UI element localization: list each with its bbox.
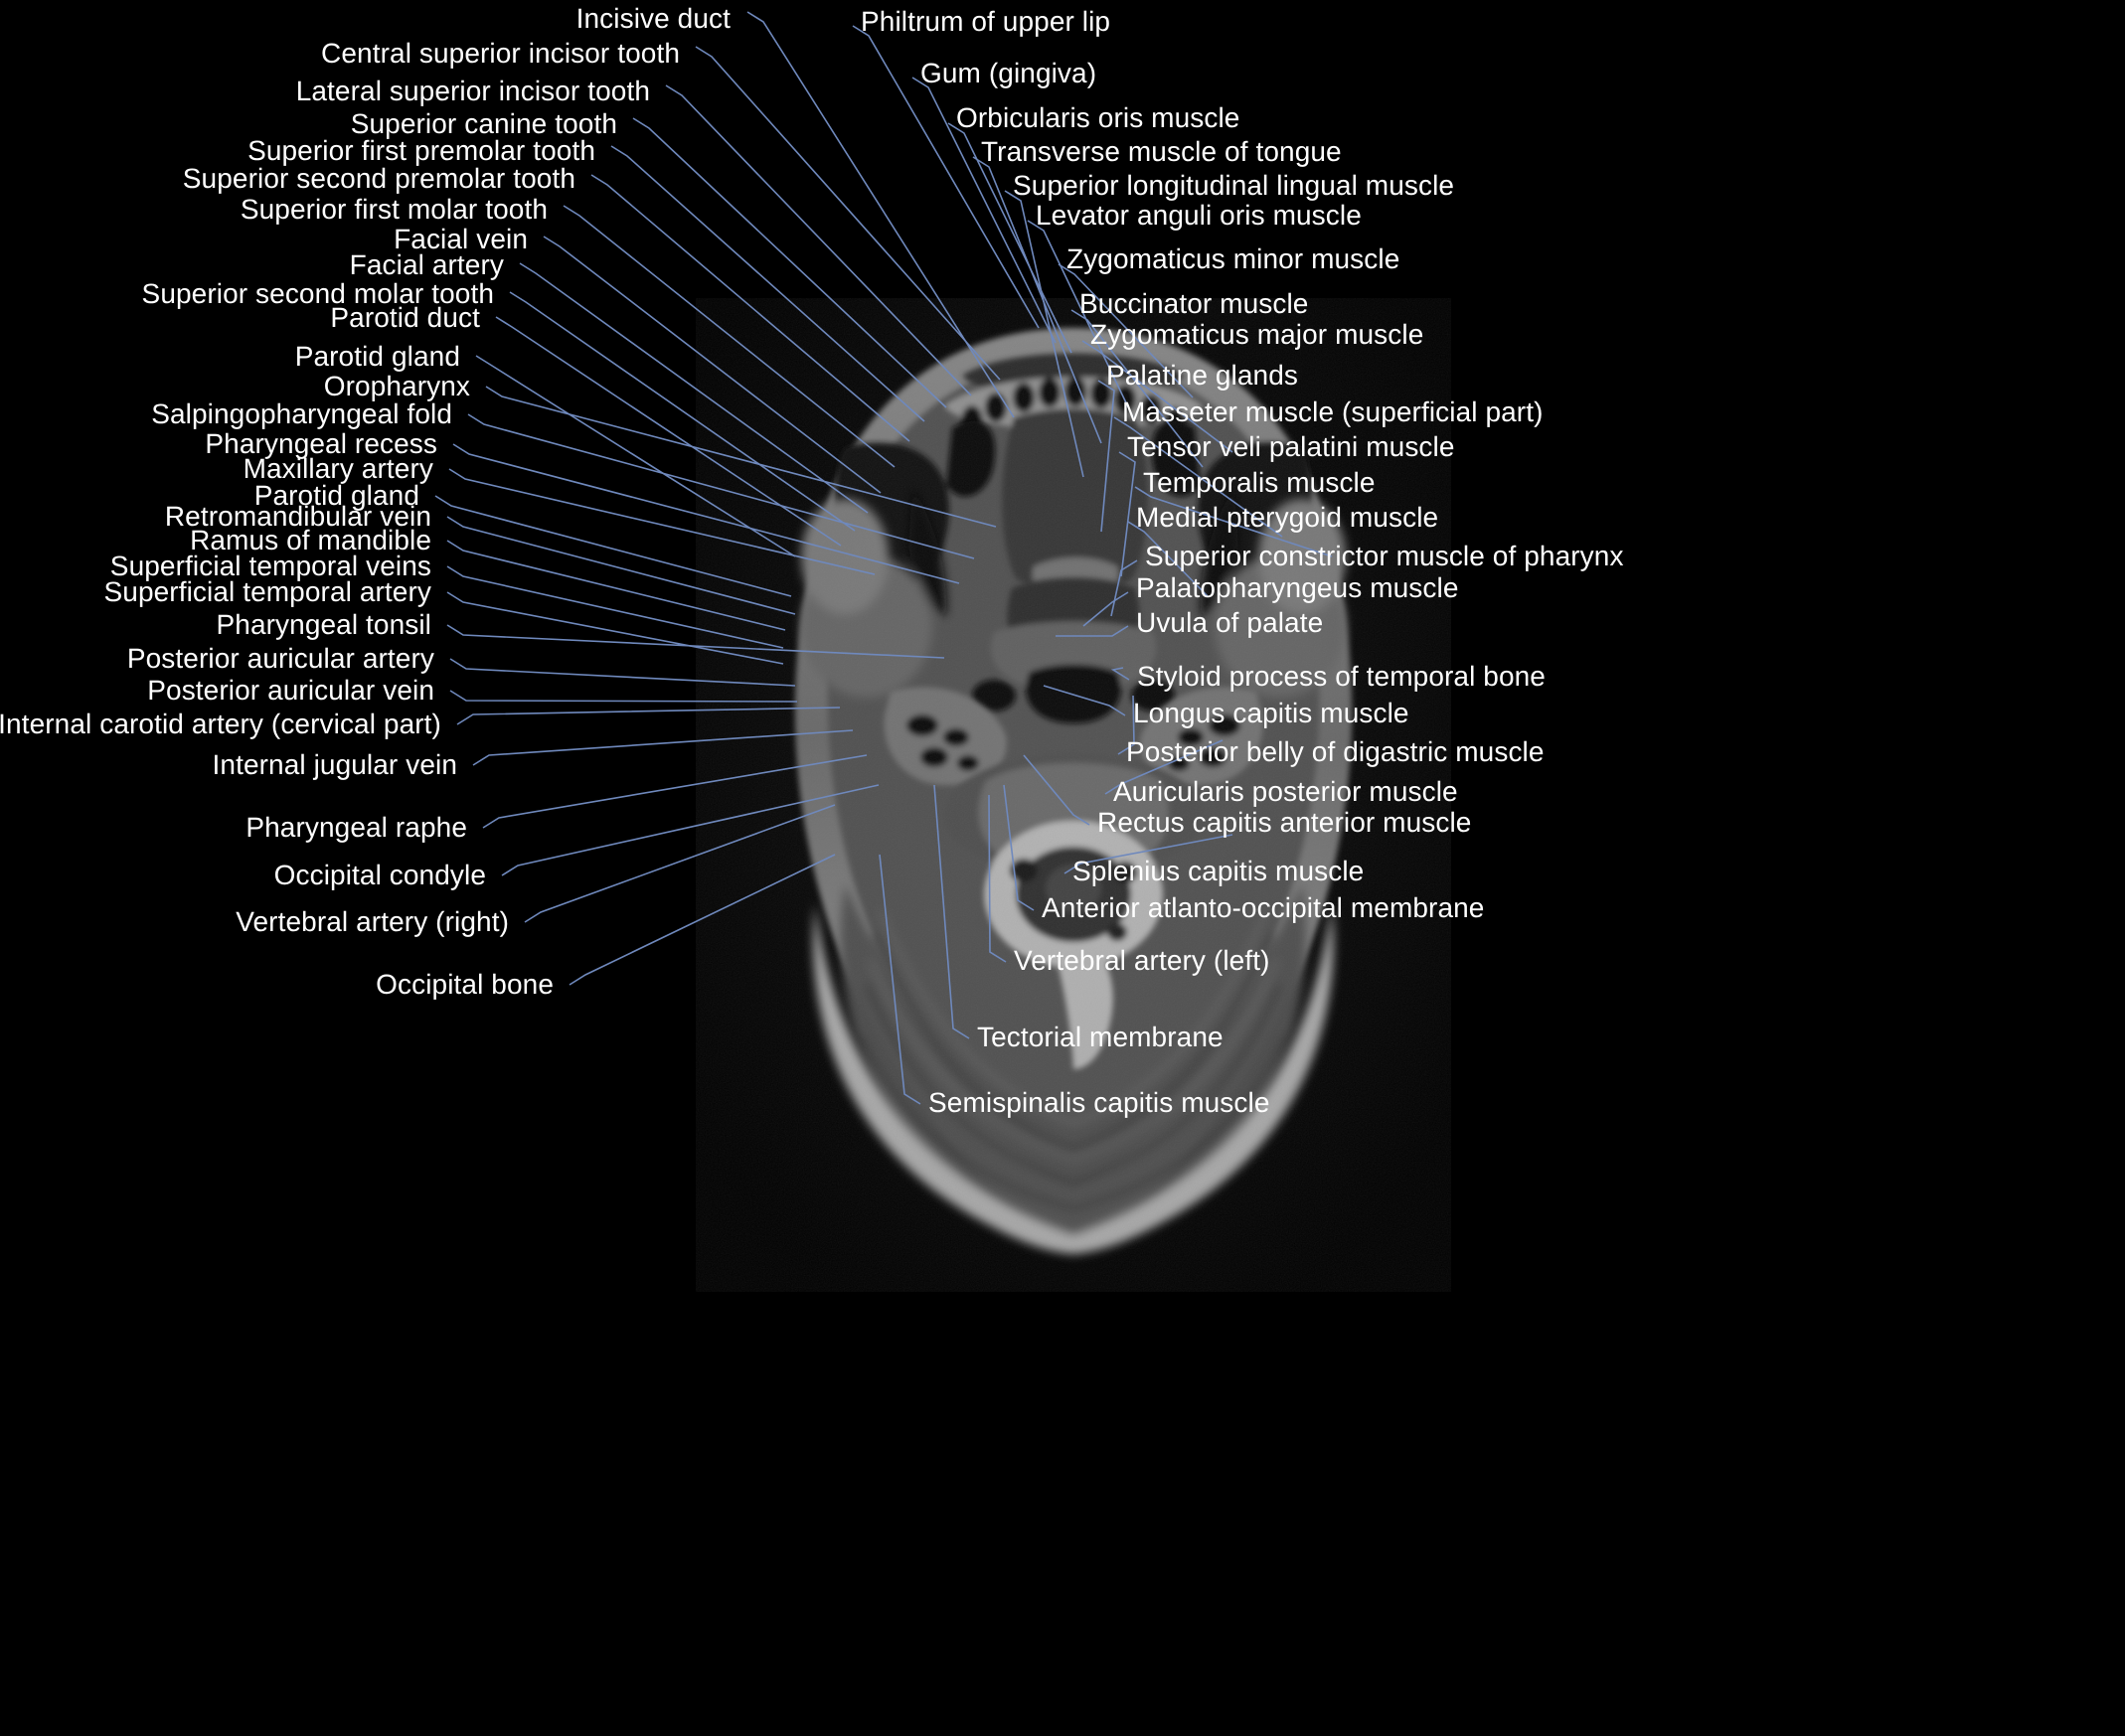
label-superior-canine-tooth: Superior canine tooth: [350, 108, 617, 139]
label-medial-pterygoid-muscle: Medial pterygoid muscle: [1136, 502, 1439, 533]
label-facial-artery: Facial artery: [349, 249, 504, 280]
label-transverse-muscle-of-tongue: Transverse muscle of tongue: [981, 136, 1342, 167]
label-levator-anguli-oris-muscle: Levator anguli oris muscle: [1036, 200, 1362, 231]
label-posterior-auricular-vein: Posterior auricular vein: [147, 675, 434, 706]
label-superior-second-molar-tooth: Superior second molar tooth: [141, 278, 494, 309]
label-parotid-gland: Parotid gland: [294, 341, 460, 372]
label-superficial-temporal-veins: Superficial temporal veins: [109, 551, 431, 581]
label-palatine-glands: Palatine glands: [1106, 360, 1298, 391]
label-maxillary-artery: Maxillary artery: [243, 453, 433, 484]
label-internal-jugular-vein: Internal jugular vein: [212, 749, 457, 780]
label-gum-gingiva: Gum (gingiva): [920, 58, 1097, 88]
label-occipital-condyle: Occipital condyle: [273, 860, 486, 890]
label-temporalis-muscle: Temporalis muscle: [1143, 467, 1376, 498]
label-philtrum-of-upper-lip: Philtrum of upper lip: [861, 6, 1111, 37]
label-tectorial-membrane: Tectorial membrane: [977, 1022, 1224, 1052]
label-vertebral-artery-right: Vertebral artery (right): [236, 906, 509, 937]
label-buccinator-muscle: Buccinator muscle: [1079, 288, 1309, 319]
label-superior-longitudinal-lingual-muscle: Superior longitudinal lingual muscle: [1013, 170, 1455, 201]
label-pharyngeal-recess: Pharyngeal recess: [205, 428, 437, 459]
label-lateral-superior-incisor-tooth: Lateral superior incisor tooth: [295, 76, 650, 106]
label-oropharynx: Oropharynx: [323, 371, 470, 401]
label-zygomaticus-minor-muscle: Zygomaticus minor muscle: [1066, 243, 1400, 274]
label-superior-first-premolar-tooth: Superior first premolar tooth: [247, 135, 595, 166]
label-incisive-duct: Incisive duct: [575, 3, 731, 34]
label-posterior-auricular-artery: Posterior auricular artery: [126, 643, 434, 674]
label-rectus-capitis-anterior-muscle: Rectus capitis anterior muscle: [1097, 807, 1472, 838]
label-tensor-veli-palatini-muscle: Tensor veli palatini muscle: [1127, 431, 1455, 462]
label-semispinalis-capitis-muscle: Semispinalis capitis muscle: [928, 1087, 1270, 1118]
label-auricularis-posterior-muscle: Auricularis posterior muscle: [1113, 776, 1458, 807]
label-vertebral-artery-left: Vertebral artery (left): [1014, 945, 1270, 976]
label-central-superior-incisor-tooth: Central superior incisor tooth: [321, 38, 680, 69]
label-pharyngeal-raphe: Pharyngeal raphe: [245, 812, 467, 843]
label-pharyngeal-tonsil: Pharyngeal tonsil: [216, 609, 431, 640]
label-zygomaticus-major-muscle: Zygomaticus major muscle: [1090, 319, 1424, 350]
label-retromandibular-vein: Retromandibular vein: [164, 501, 431, 532]
label-internal-carotid-artery-cervical-part: Internal carotid artery (cervical part): [0, 709, 441, 739]
label-parotid-gland: Parotid gland: [253, 480, 419, 511]
label-ramus-of-mandible: Ramus of mandible: [190, 525, 431, 555]
label-masseter-muscle-superficial-part: Masseter muscle (superficial part): [1122, 396, 1544, 427]
label-superior-first-molar-tooth: Superior first molar tooth: [240, 194, 548, 225]
label-posterior-belly-of-digastric-muscle: Posterior belly of digastric muscle: [1126, 736, 1545, 767]
label-occipital-bone: Occipital bone: [376, 969, 554, 1000]
label-salpingopharyngeal-fold: Salpingopharyngeal fold: [151, 398, 452, 429]
label-anterior-atlanto-occipital-membrane: Anterior atlanto-occipital membrane: [1042, 892, 1485, 923]
label-splenius-capitis-muscle: Splenius capitis muscle: [1072, 856, 1365, 886]
label-longus-capitis-muscle: Longus capitis muscle: [1133, 698, 1409, 728]
label-superior-second-premolar-tooth: Superior second premolar tooth: [182, 163, 575, 194]
label-orbicularis-oris-muscle: Orbicularis oris muscle: [956, 102, 1240, 133]
label-facial-vein: Facial vein: [394, 224, 528, 254]
label-superficial-temporal-artery: Superficial temporal artery: [103, 576, 431, 607]
label-superior-constrictor-muscle-of-pharynx: Superior constrictor muscle of pharynx: [1145, 541, 1624, 571]
label-parotid-duct: Parotid duct: [330, 302, 480, 333]
label-uvula-of-palate: Uvula of palate: [1136, 607, 1324, 638]
label-styloid-process-of-temporal-bone: Styloid process of temporal bone: [1137, 661, 1546, 692]
label-palatopharyngeus-muscle: Palatopharyngeus muscle: [1136, 572, 1459, 603]
